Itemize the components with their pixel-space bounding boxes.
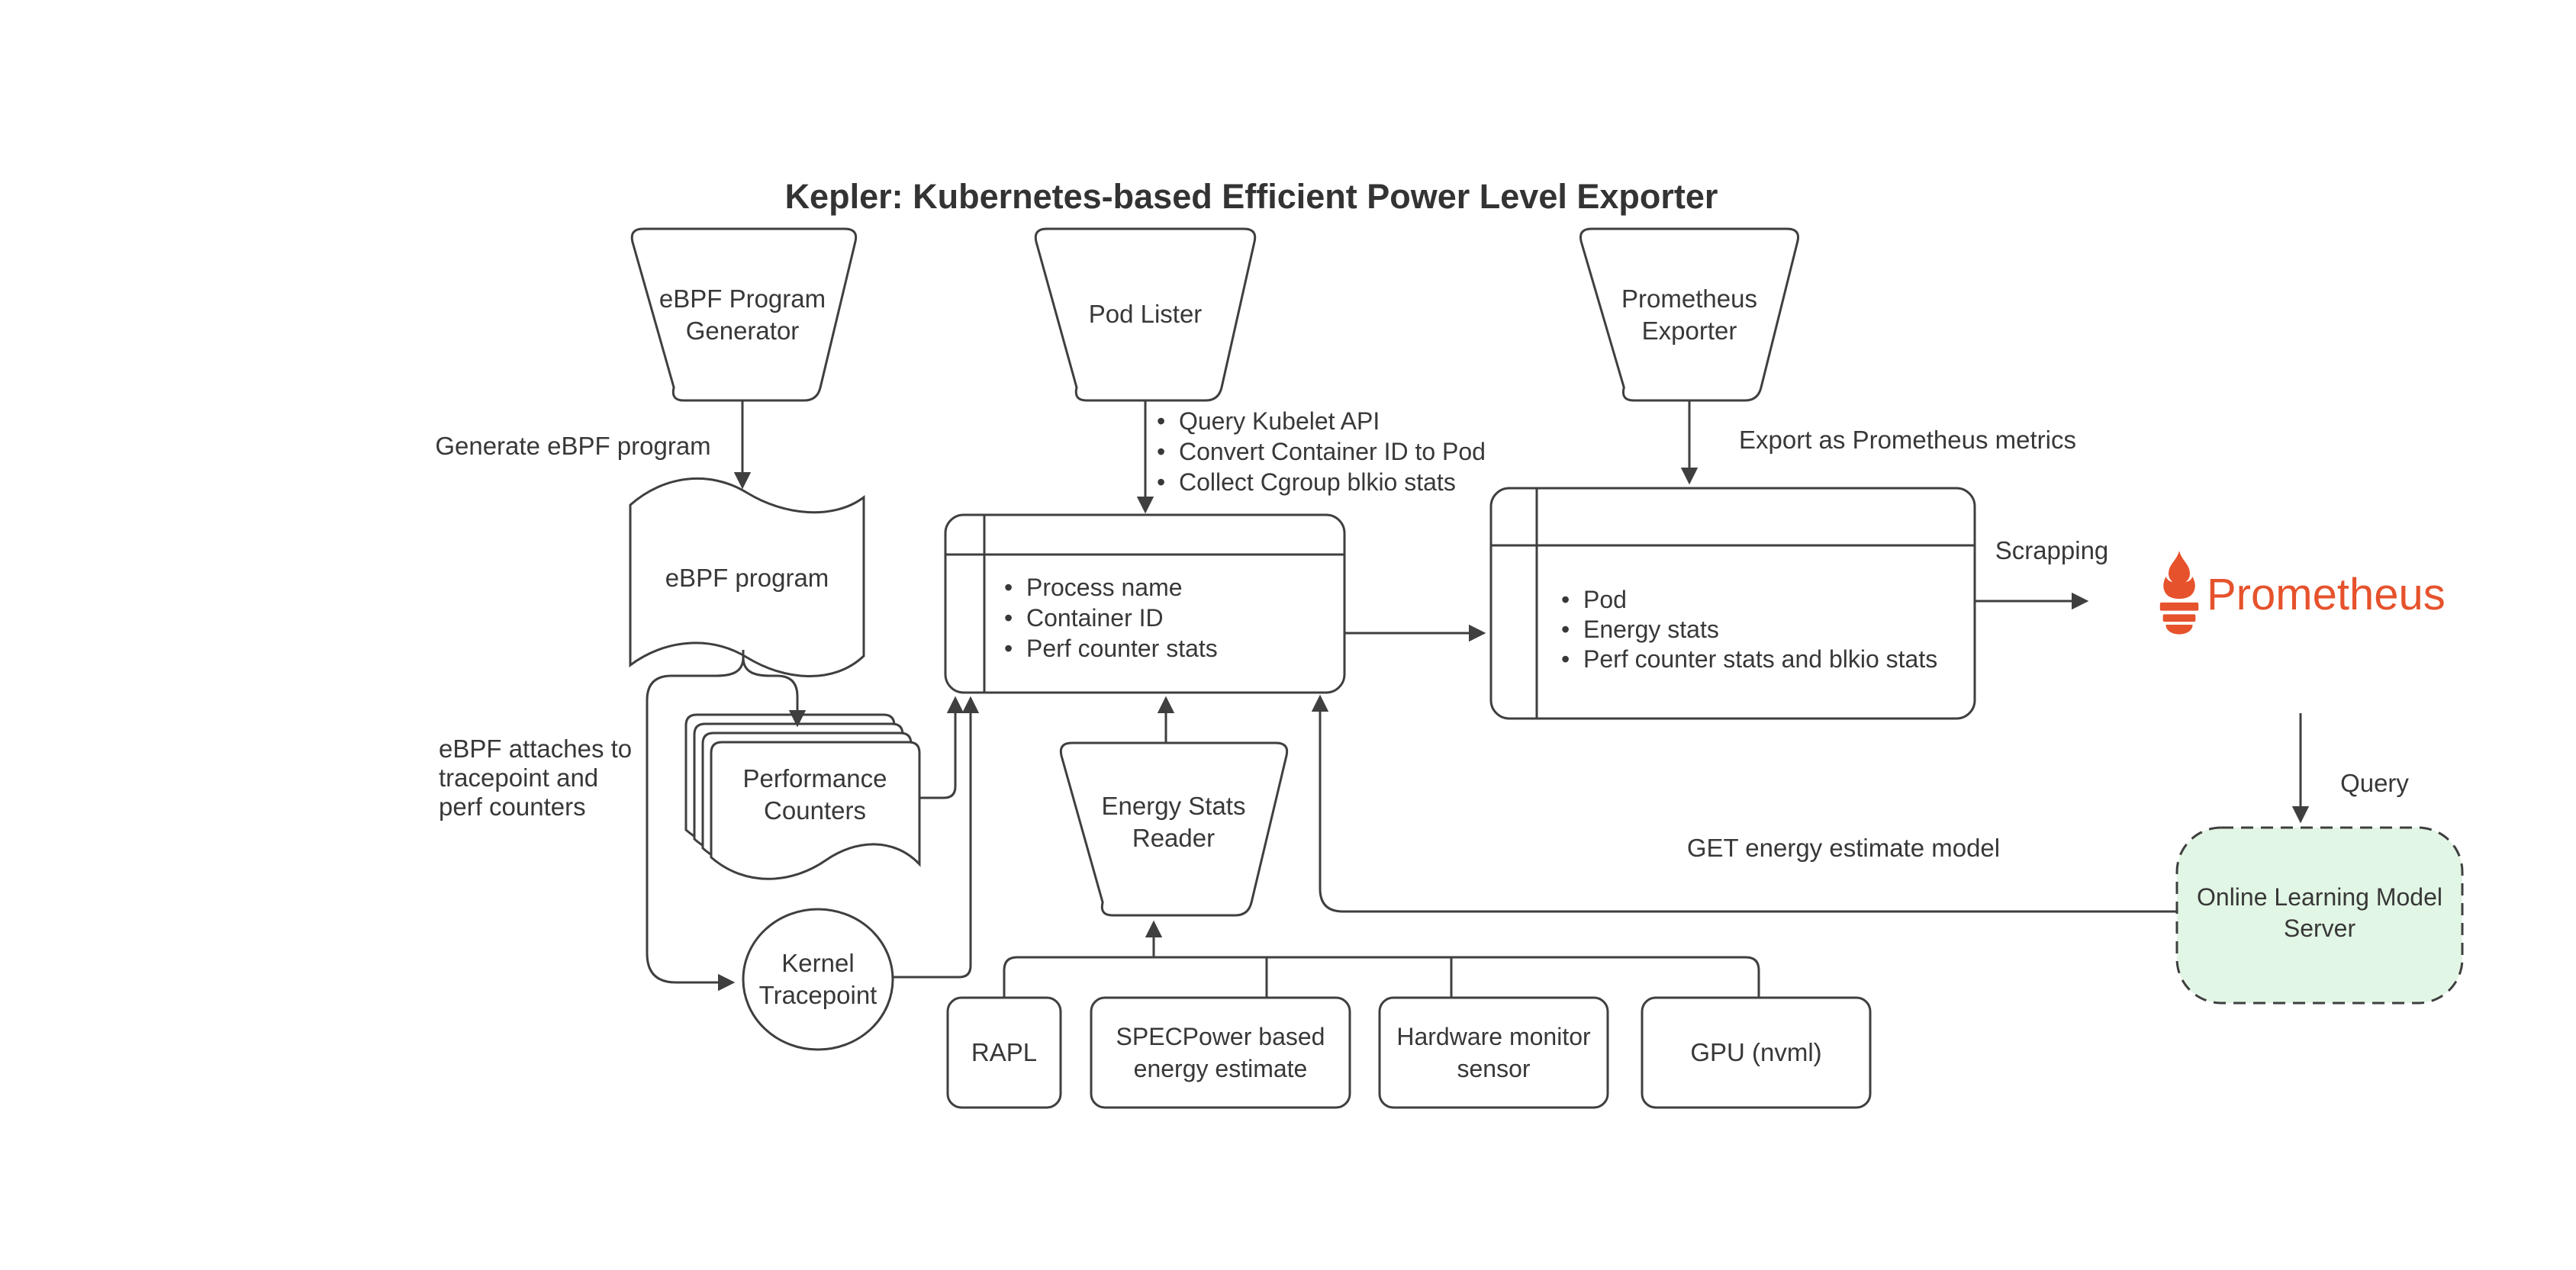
- generate-ebpf-label: Generate eBPF program: [435, 432, 711, 460]
- arrow-ebpf-to-counters: [742, 657, 807, 728]
- sources-bus: [1003, 956, 1760, 998]
- bullet-item: Pod: [1561, 585, 1937, 615]
- bullet-item: Energy stats: [1561, 615, 1937, 645]
- ebpf-program-label: eBPF program: [665, 564, 829, 592]
- specpower-label: SPECPower based energy estimate: [1116, 1023, 1325, 1082]
- diagram-title: Kepler: Kubernetes-based Efficient Power…: [784, 177, 1718, 216]
- energy-stats-reader-shape: [1059, 741, 1289, 917]
- scrapping-label: Scrapping: [1995, 536, 2109, 564]
- arrow-server-to-process: [1311, 694, 2177, 913]
- bullet-item: Process name: [1004, 572, 1218, 603]
- get-model-label: GET energy estimate model: [1686, 834, 2001, 862]
- online-model-server-label: Online Learning Model Server: [2197, 883, 2442, 942]
- kernel-tracepoint-shape: [742, 908, 894, 1051]
- bullet-item: Convert Container ID to Pod: [1157, 436, 1486, 467]
- performance-counters-label: Performance Counters: [742, 764, 887, 825]
- prometheus-exporter-label: Prometheus Exporter: [1621, 285, 1757, 345]
- gpu-box: [1641, 996, 1872, 1109]
- gpu-label: GPU (nvml): [1690, 1038, 1822, 1066]
- bullet-item: Perf counter stats and blkio stats: [1561, 645, 1937, 674]
- process-stats-items: Process nameContainer IDPerf counter sta…: [1004, 572, 1218, 664]
- hardware-monitor-label: Hardware monitor sensor: [1396, 1023, 1591, 1082]
- bullet-item: Container ID: [1004, 603, 1218, 633]
- ebpf-generator-label: eBPF Program Generator: [658, 285, 826, 345]
- pod-lister-label: Pod Lister: [1088, 300, 1203, 328]
- performance-counters-shape: [684, 713, 921, 880]
- export-metrics-label: Export as Prometheus metrics: [1739, 426, 2076, 454]
- ebpf-attaches-label: eBPF attaches to tracepoint and perf cou…: [439, 735, 633, 821]
- online-model-server-shape: [2175, 826, 2464, 1005]
- bullet-item: Collect Cgroup blkio stats: [1157, 467, 1486, 497]
- prometheus-exporter-shape: [1579, 227, 1799, 402]
- pod-stats-items: PodEnergy statsPerf counter stats and bl…: [1561, 585, 1937, 674]
- bullet-item: Perf counter stats: [1004, 633, 1218, 664]
- arrow-ebpf-to-tracepoint: [646, 657, 745, 992]
- pod-lister-shape: [1034, 227, 1257, 402]
- arrow-tracepoint-to-process: [893, 696, 980, 979]
- ebpf-generator-shape: [630, 227, 858, 402]
- prometheus-flame-icon: [2159, 551, 2199, 635]
- prometheus-logo-text: Prometheus: [2207, 570, 2446, 619]
- hardware-monitor-box: [1378, 996, 1609, 1109]
- pod-lister-tasks: Query Kubelet APIConvert Container ID to…: [1157, 406, 1486, 497]
- energy-stats-reader-label: Energy Stats Reader: [1101, 792, 1246, 852]
- kernel-tracepoint-label: Kernel Tracepoint: [758, 949, 877, 1009]
- bullet-item: Query Kubelet API: [1157, 406, 1486, 436]
- rapl-label: RAPL: [971, 1038, 1038, 1066]
- query-label: Query: [2340, 769, 2409, 797]
- arrow-counters-to-process: [919, 696, 964, 799]
- specpower-box: [1090, 996, 1351, 1109]
- ebpf-program-shape: [629, 477, 865, 677]
